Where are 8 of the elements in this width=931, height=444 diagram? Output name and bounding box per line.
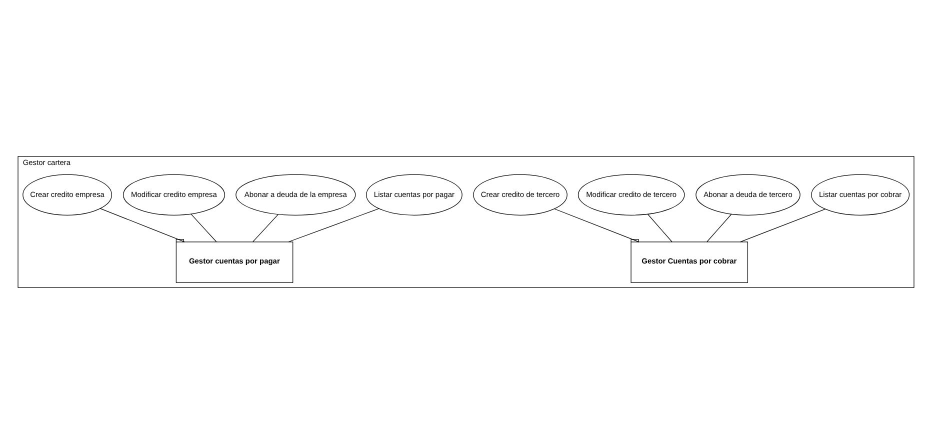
connector <box>100 208 185 242</box>
connector <box>647 214 672 242</box>
connector <box>190 214 216 242</box>
connector <box>252 214 278 242</box>
connector <box>554 208 639 242</box>
connector <box>706 214 732 242</box>
connector <box>739 208 826 242</box>
connector <box>288 208 379 242</box>
